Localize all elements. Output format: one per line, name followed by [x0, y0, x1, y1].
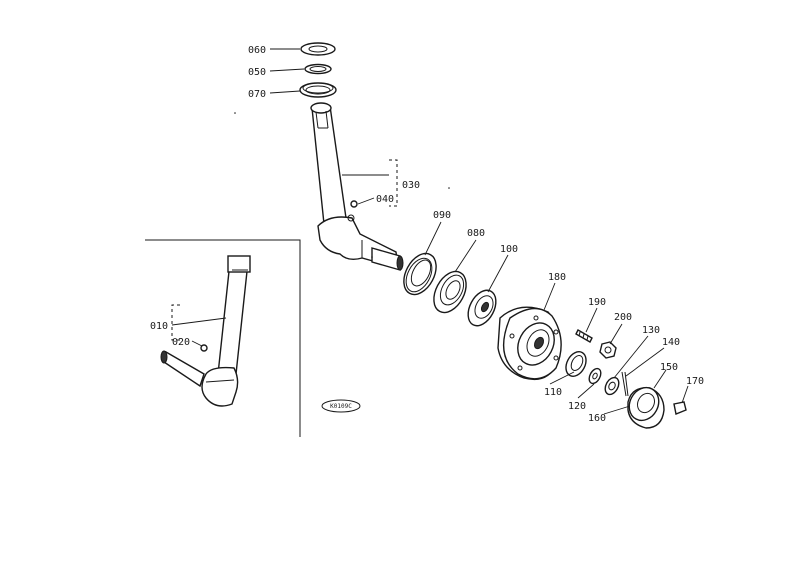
leader-020	[191, 340, 203, 347]
seal-070	[299, 82, 337, 98]
bearing-100	[467, 289, 497, 327]
leader-170	[681, 385, 689, 404]
leader-120	[577, 383, 595, 399]
seal-090	[403, 252, 437, 296]
leader-180	[543, 282, 556, 311]
label-190: 190	[588, 297, 606, 308]
label-020: 020	[172, 337, 190, 348]
leader-090	[424, 221, 442, 256]
label-120: 120	[568, 401, 586, 412]
leader-080	[454, 239, 477, 273]
grease-nipple-020	[200, 344, 208, 352]
leader-150	[653, 369, 667, 389]
knuckle-shaft-010	[160, 255, 251, 407]
washer-120	[588, 367, 602, 385]
leader-190	[585, 307, 598, 333]
label-070: 070	[248, 89, 266, 100]
label-080: 080	[467, 228, 485, 239]
label-150: 150	[660, 362, 678, 373]
leader-160	[603, 405, 631, 415]
hub-180	[497, 306, 562, 381]
plug-170	[673, 401, 687, 415]
castle-nut-130	[604, 376, 620, 396]
bearing-080	[433, 270, 467, 314]
label-060: 060	[248, 45, 266, 56]
label-030: 030	[402, 180, 420, 191]
label-010: 010	[150, 321, 168, 332]
leader-130	[613, 335, 649, 379]
leader-070	[269, 90, 301, 94]
leader-010	[171, 317, 227, 326]
bearing-110	[565, 351, 587, 377]
label-110: 110	[544, 387, 562, 398]
knuckle-shaft-030	[310, 102, 404, 271]
label-160: 160	[588, 413, 606, 424]
hub-bolt-190	[575, 329, 593, 343]
diagram-code: K0109C	[330, 403, 352, 410]
speck	[371, 256, 373, 258]
bracket-010	[171, 304, 180, 341]
leader-140	[625, 347, 665, 377]
grease-nipple-040	[350, 200, 358, 208]
label-050: 050	[248, 67, 266, 78]
inset-frame	[145, 239, 301, 437]
washer-060	[300, 42, 336, 56]
label-180: 180	[548, 272, 566, 283]
ring-050	[304, 63, 332, 75]
cotter-pin-140	[621, 371, 629, 397]
label-090: 090	[433, 210, 451, 221]
label-200: 200	[614, 312, 632, 323]
speck	[234, 112, 236, 114]
leader-200	[609, 323, 623, 345]
diagram-code-badge	[321, 399, 361, 413]
label-130: 130	[642, 325, 660, 336]
bracket-030	[389, 159, 398, 207]
label-100: 100	[500, 244, 518, 255]
leader-110	[549, 371, 575, 385]
leader-050	[269, 68, 305, 72]
label-170: 170	[686, 376, 704, 387]
leader-040	[357, 197, 375, 205]
label-140: 140	[662, 337, 680, 348]
hub-cap-150	[627, 386, 665, 429]
hub-nut-200	[599, 341, 617, 359]
leader-100	[487, 254, 509, 293]
label-040: 040	[376, 194, 394, 205]
speck	[448, 187, 450, 189]
